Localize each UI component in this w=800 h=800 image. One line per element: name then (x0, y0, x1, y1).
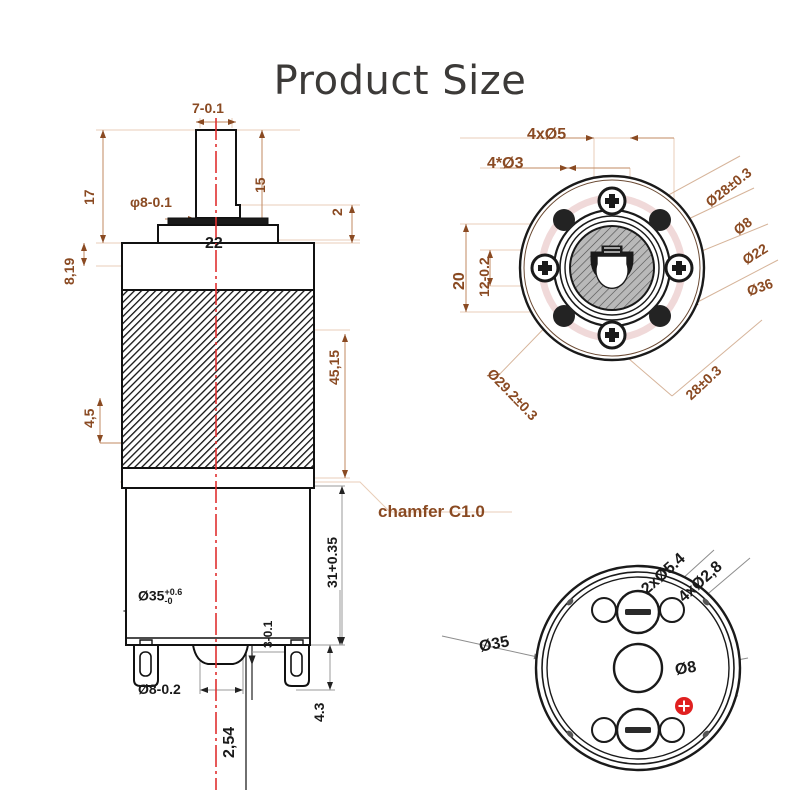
note-chamfer: chamfer C1.0 (378, 502, 485, 521)
dim-gearbox-length: 45,15 (326, 349, 342, 385)
dim-motor-body-length: 31+0.35 (324, 537, 340, 588)
polarity-positive-marker (675, 697, 693, 715)
dim-rear-boss-diameter: Ø8-0.2 (138, 681, 181, 697)
dim-center-bore-diameter: Ø8 (673, 658, 698, 679)
dim-shaft-flat-width: 7-0.1 (192, 100, 224, 116)
dim-body-diameter-value: Ø35 (138, 587, 165, 604)
front-view-geometry (460, 135, 779, 397)
flange-holes (553, 209, 671, 327)
dim-four-holes-d5: 4xØ5 (527, 126, 567, 143)
dim-body-diameter: Ø35+0.6-0 (138, 588, 182, 606)
dim-flange-plate-thickness: 2 (329, 208, 345, 216)
dim-gearbox-step: 4,5 (81, 408, 97, 428)
rear-view-geometry (441, 549, 751, 772)
dim-body-diameter-tol-upper: +0.6 (164, 587, 183, 597)
dim-front-plate-height: 8,19 (61, 257, 77, 285)
dim-shaft-length: 15 (252, 177, 268, 193)
dim-shaft-diameter: φ8-0.1 (130, 194, 172, 210)
dim-shaft-total-height: 17 (81, 189, 97, 205)
dim-rear-boss-height: 3-0.1 (261, 620, 275, 648)
dim-flange-width: 22 (205, 235, 223, 252)
dim-four-holes-d3: 4*Ø3 (487, 155, 524, 172)
side-view-geometry (81, 118, 512, 790)
flange-screws (530, 186, 694, 350)
dim-hole-vertical-pitch: 20 (451, 272, 468, 290)
dim-hole-vertical-pitch-2: 12-0.2 (476, 257, 492, 297)
dim-terminal-pitch: 2,54 (221, 726, 238, 758)
page-title: Product Size (273, 58, 527, 104)
dim-terminal-tab-length: 4.3 (311, 702, 327, 722)
dim-body-diameter-tol-lower: -0 (164, 596, 173, 606)
